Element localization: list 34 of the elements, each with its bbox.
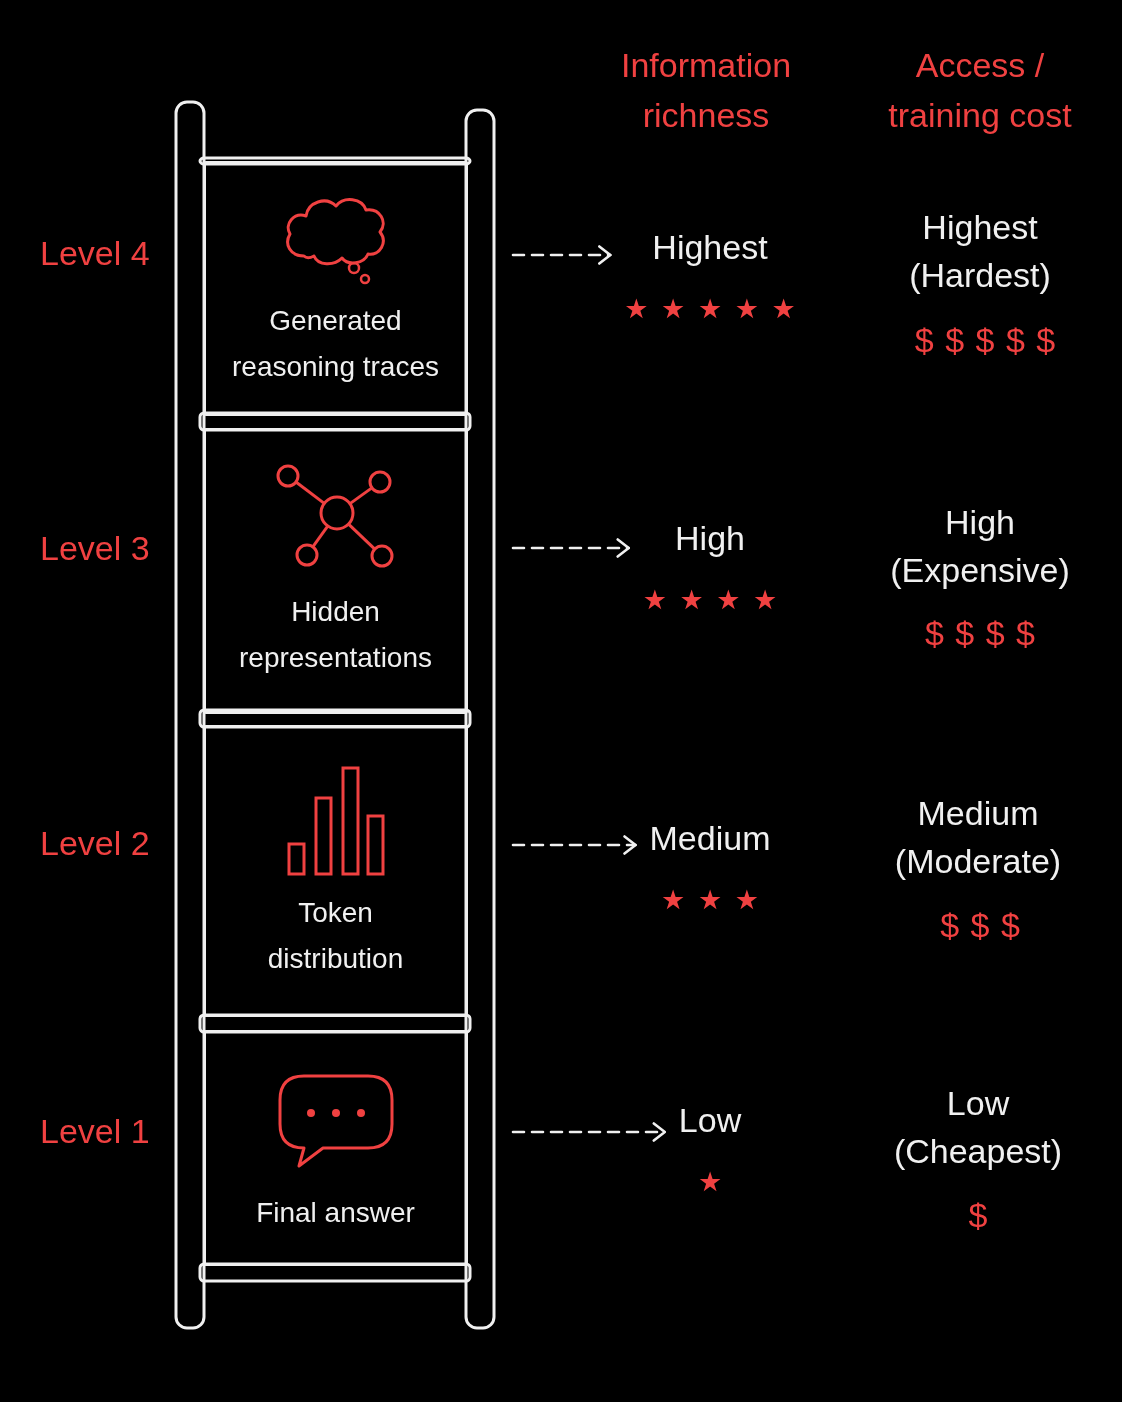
level-label: Level 3 [40, 528, 150, 568]
level-title: Hidden representations [238, 595, 433, 675]
level-title: Final answer [255, 1196, 416, 1230]
star-rating: ★ ★ ★ [661, 883, 759, 917]
dollar-rating: $ $ $ [940, 905, 1020, 946]
dashed-arrow [511, 1122, 667, 1142]
richness-label: Low [678, 1100, 742, 1141]
richness-label: Highest [652, 227, 768, 268]
column-header: Access / training cost [887, 45, 1073, 136]
level-title: Generated reasoning traces [231, 304, 440, 384]
richness-label: Medium [649, 818, 771, 859]
cost-label: Low (Cheapest) [893, 1083, 1063, 1172]
dashed-arrow [511, 538, 630, 558]
dollar-rating: $ $ $ $ $ [914, 320, 1056, 361]
star-rating: ★ [697, 1165, 723, 1199]
level-title: Token distribution [267, 896, 404, 976]
level-label: Level 1 [40, 1111, 150, 1151]
dollar-rating: $ $ $ $ [925, 613, 1035, 654]
level-label: Level 2 [40, 823, 150, 863]
dollar-rating: $ [968, 1195, 988, 1236]
dashed-arrow [511, 835, 637, 855]
cost-label: High (Expensive) [889, 502, 1071, 591]
ladder-section [203, 1030, 468, 1266]
ladder-section [203, 161, 468, 416]
column-header: Information richness [620, 45, 792, 136]
richness-label: High [675, 518, 745, 559]
ladder-section [203, 725, 468, 1017]
star-rating: ★ ★ ★ ★ [642, 583, 778, 617]
dashed-arrow [511, 245, 612, 265]
ladder-section [203, 428, 468, 714]
cost-label: Highest (Hardest) [908, 207, 1052, 296]
cost-label: Medium (Moderate) [894, 793, 1062, 882]
star-rating: ★ ★ ★ ★ ★ [624, 292, 796, 326]
level-label: Level 4 [40, 233, 150, 273]
